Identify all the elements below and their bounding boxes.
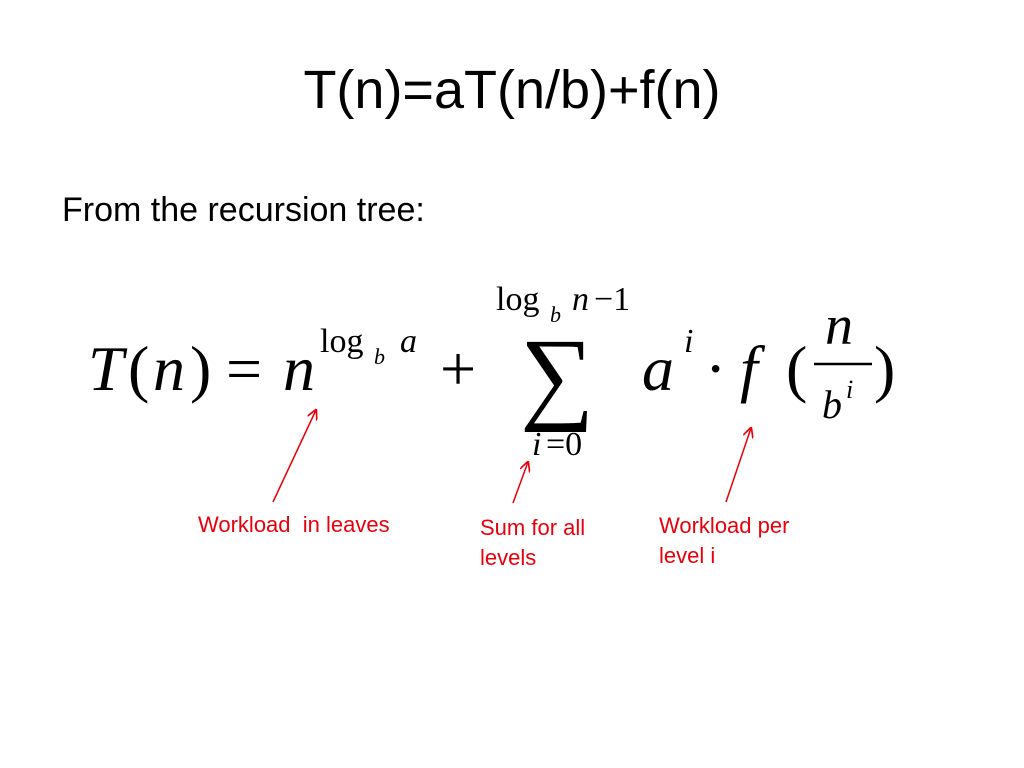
- exponent-log-base: b: [374, 344, 385, 369]
- summation-lower-i: i: [532, 426, 541, 463]
- arrow-leaves: [272, 410, 316, 503]
- fraction-numerator-n: n: [825, 295, 853, 357]
- base-n: n: [283, 333, 315, 404]
- multiplication-dot: ·: [705, 333, 726, 404]
- intro-text: From the recursion tree:: [62, 191, 425, 229]
- lhs-T: T: [88, 333, 128, 404]
- annotation-leaves: Workload in leaves: [198, 512, 390, 537]
- slide-title: T(n)=aT(n/b)+f(n): [303, 60, 721, 120]
- plus-sign: +: [440, 333, 476, 404]
- term-a: a: [642, 333, 674, 404]
- summation-upper-minus-one: −1: [594, 281, 630, 318]
- fraction-denominator-b: b: [822, 382, 842, 427]
- equals-sign: =: [226, 333, 262, 404]
- term-a-exponent: i: [684, 323, 693, 360]
- exponent-a: a: [400, 323, 417, 360]
- fraction-denominator-exponent: i: [846, 375, 853, 404]
- lhs-n: n: [153, 333, 185, 404]
- summation-symbol: ∑: [520, 318, 594, 433]
- annotation-level: Workload per level i: [659, 513, 790, 568]
- close-paren: ): [874, 333, 895, 404]
- annotation-sum: Sum for all levels: [480, 515, 586, 570]
- lhs-open-paren: (: [128, 333, 149, 404]
- exponent-log: log: [320, 323, 363, 360]
- summation-upper-log: log: [496, 281, 539, 318]
- open-paren: (: [786, 333, 807, 404]
- function-f: f: [740, 333, 766, 404]
- arrow-level: [725, 428, 751, 503]
- lhs-close-paren: ): [190, 333, 211, 404]
- arrow-sum: [512, 462, 528, 504]
- summation-upper-n: n: [572, 281, 589, 318]
- summation-lower-equals-zero: =0: [546, 426, 582, 463]
- summation-upper-log-base: b: [550, 302, 561, 327]
